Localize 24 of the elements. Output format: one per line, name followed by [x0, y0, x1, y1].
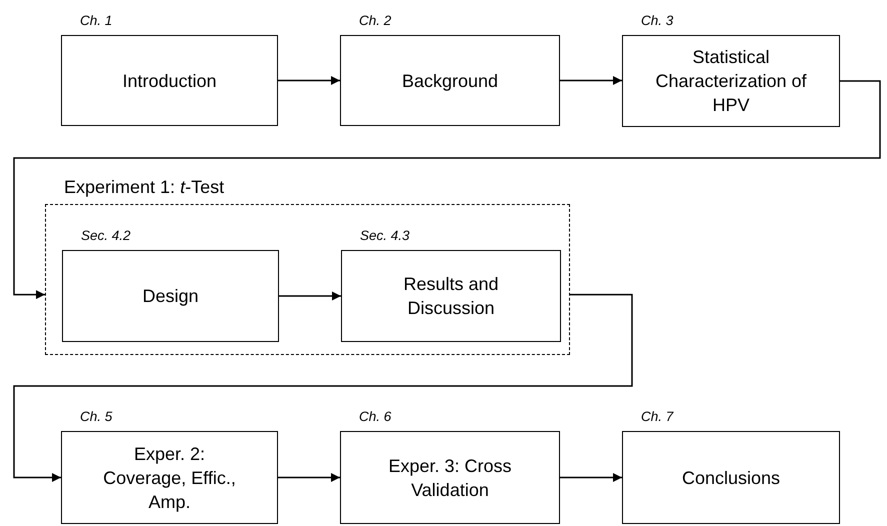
section-label: Sec. 4.2 [81, 228, 131, 243]
arrow [560, 76, 622, 85]
section-label: Ch. 2 [359, 13, 392, 28]
box-label: Design [141, 285, 200, 308]
section-label: Ch. 5 [80, 409, 112, 424]
arrow [278, 473, 340, 482]
section-label: Ch. 1 [80, 13, 112, 28]
arrow [278, 76, 340, 85]
section-label: Ch. 3 [641, 13, 674, 28]
arrow [13, 294, 633, 482]
section-label: Ch. 7 [641, 409, 674, 424]
arrow [279, 292, 341, 300]
box-label: Exper. 3: Cross Validation [387, 454, 513, 502]
box-label: Introduction [121, 70, 218, 92]
box-label: Background [400, 70, 500, 92]
arrow [13, 80, 881, 300]
box-label: Results and Discussion [402, 273, 500, 320]
box-label: Statistical Characterization of HPV [654, 46, 808, 117]
section-label: Ch. 6 [359, 409, 392, 424]
section-label: Sec. 4.3 [360, 228, 410, 243]
box-label: Conclusions [680, 466, 782, 490]
box-label: Exper. 2: Coverage, Effic., Amp. [102, 442, 237, 514]
arrow [560, 473, 622, 482]
group-heading: Experiment 1: t-Test [64, 177, 224, 198]
